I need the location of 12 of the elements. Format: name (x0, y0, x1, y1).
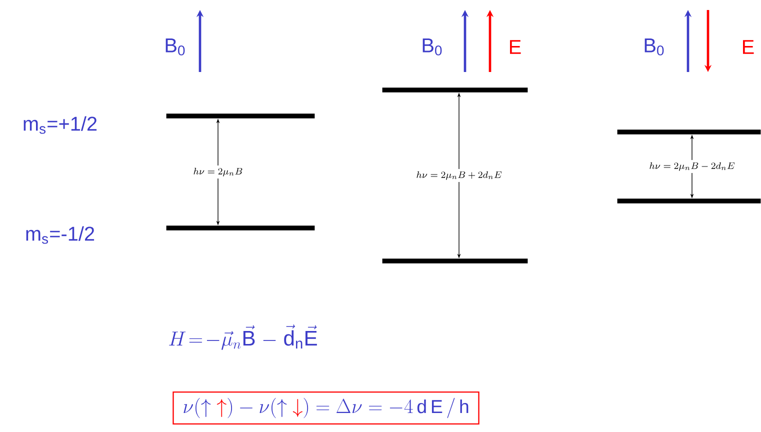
hamiltonian-formula: $H\!=\!-\vec{\mu}_n\vec{\mathrm{B}}\ \mathrm{-}\ \vec{\mathrm{d}}_{\mathrm{n}}\vec{\mathrm{E}}$ (169, 324, 317, 350)
field-label: B$_{0}$ (166, 38, 185, 56)
edge-label: $h\nu = 2\mu_n B - 2d_n E$ (646, 160, 738, 173)
field-label: E (743, 40, 754, 54)
field-label: E (510, 40, 521, 54)
field-label: B$_{0}$ (644, 38, 664, 56)
equation-box: $\nu(\uparrow\textcolor{red}{\uparrow})-\nu(\uparrow\textcolor{red}{\downarrow})=\Delta\nu=-4\,\mathrm{d}\,\mathrm{E}\,/\,\mathrm{h}$ (172, 391, 480, 425)
spin-state-label: m$_{s}$=-1/2 (26, 226, 94, 244)
spin-state-label: m$_{s}$=+1/2 (24, 116, 97, 134)
edge-label: $h\nu = 2\mu_n B + 2d_n E$ (414, 168, 504, 182)
field-label: B$_{0}$ (422, 38, 442, 56)
edge-label: $h\nu = 2\mu_n B$ (190, 165, 246, 178)
